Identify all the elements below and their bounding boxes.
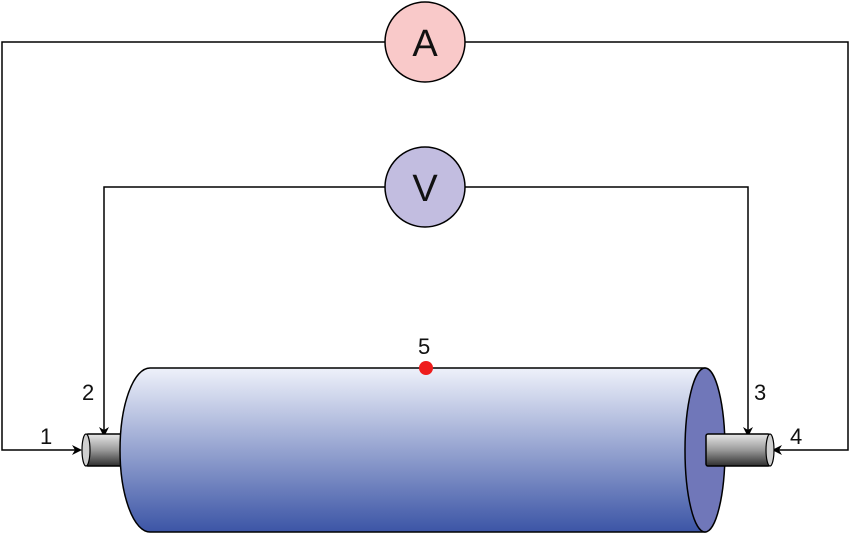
- right-rod: [705, 433, 775, 467]
- cylinder-body: [119, 367, 723, 533]
- current-wire-left: [1, 41, 385, 455]
- label-point-2: 2: [82, 380, 94, 405]
- voltage-wire-right: [465, 186, 753, 437]
- label-point-5: 5: [418, 334, 430, 359]
- voltmeter: V: [384, 146, 466, 228]
- ammeter: A: [384, 1, 466, 83]
- current-wire-right: [465, 41, 849, 455]
- voltmeter-symbol: V: [412, 168, 438, 210]
- voltage-wire-left: [99, 186, 385, 437]
- voltmeter-circle: [384, 146, 466, 228]
- cylinder-sample: [119, 367, 726, 533]
- ammeter-symbol: A: [412, 23, 438, 65]
- label-point-4: 4: [790, 424, 802, 449]
- label-point-3: 3: [754, 380, 766, 405]
- point-5-marker: [419, 361, 433, 375]
- ammeter-circle: [384, 1, 466, 83]
- label-point-1: 1: [40, 424, 52, 449]
